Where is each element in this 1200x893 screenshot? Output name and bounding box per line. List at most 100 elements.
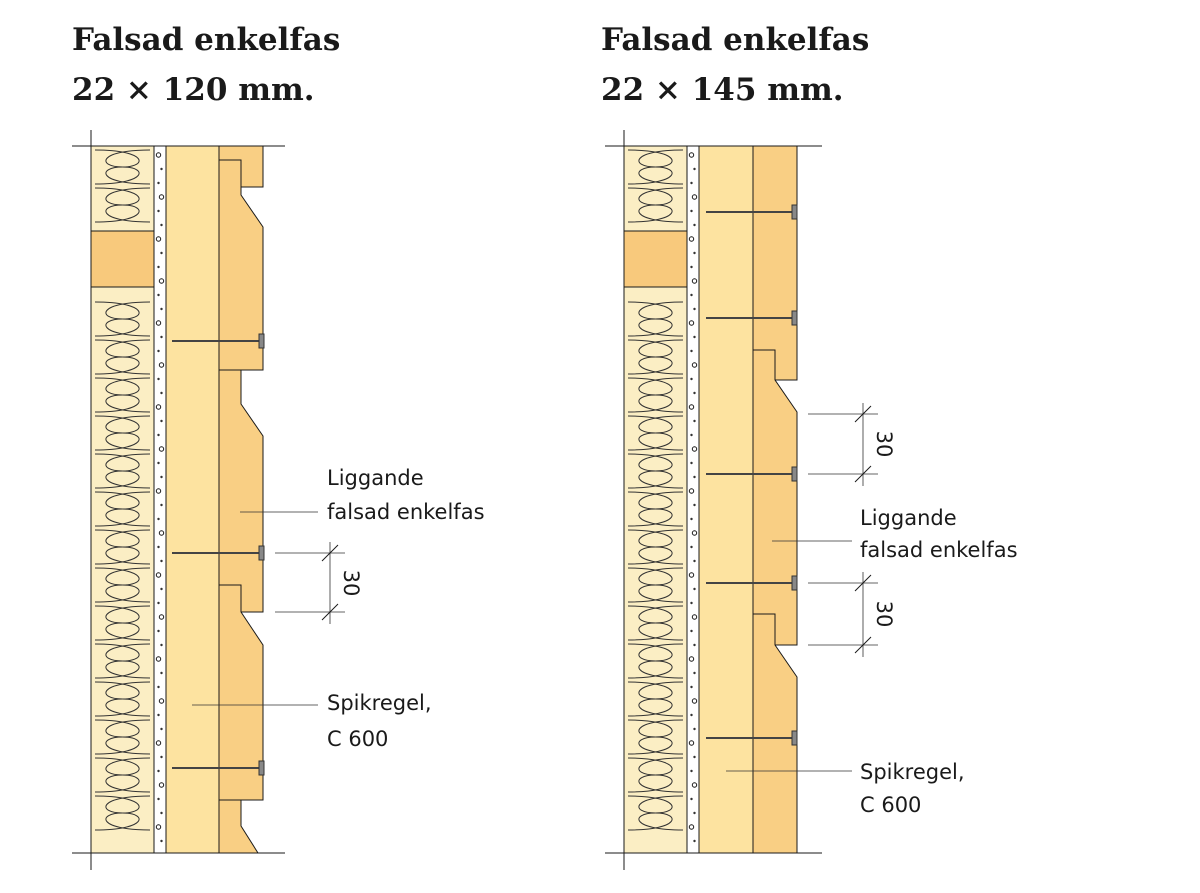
dimension-30: 30 — [275, 542, 363, 624]
barrier-dot — [155, 824, 162, 830]
barrier-dot — [690, 545, 693, 549]
nail — [172, 760, 265, 776]
barrier-dot — [690, 517, 693, 521]
insulation-wave — [94, 453, 151, 489]
barrier-dot — [158, 362, 165, 368]
barrier-dot — [157, 713, 160, 717]
insulation-wave — [94, 757, 151, 793]
insulation-wave — [627, 605, 684, 641]
barrier-dot — [693, 475, 696, 479]
nail — [706, 730, 798, 746]
insulation-wave — [627, 643, 684, 679]
barrier-dot — [160, 643, 163, 647]
barrier-dot — [157, 517, 160, 521]
nail — [706, 204, 798, 220]
barrier-dot — [158, 614, 165, 620]
barrier-dot — [157, 293, 160, 297]
label-board-line2: falsad enkelfas — [860, 538, 1018, 562]
barrier-dot — [160, 475, 163, 479]
barrier-dot — [688, 740, 695, 746]
insulation-wave — [627, 377, 684, 413]
insulation-wave — [94, 605, 151, 641]
barrier-dot — [157, 797, 160, 801]
barrier-dot — [693, 755, 696, 759]
barrier-dot — [157, 265, 160, 269]
insulation-wave — [627, 719, 684, 755]
nail — [172, 333, 265, 349]
barrier-dot — [690, 265, 693, 269]
dimension-label: 30 — [872, 601, 896, 628]
barrier-dot — [693, 839, 696, 843]
barrier-dot — [690, 433, 693, 437]
barrier-dot — [690, 769, 693, 773]
barrier-dot — [158, 530, 165, 536]
insulation-wave — [94, 795, 151, 831]
barrier-dot — [693, 419, 696, 423]
wind-barrier-pattern — [155, 152, 165, 843]
insulation-wave — [627, 491, 684, 527]
barrier-dot — [155, 572, 162, 578]
label-board-line1: Liggande — [327, 466, 424, 490]
barrier-dot — [688, 572, 695, 578]
stud-block — [90, 230, 155, 288]
insulation-wave — [627, 415, 684, 451]
barrier-dot — [690, 685, 693, 689]
barrier-dot — [691, 614, 698, 620]
siding-board — [752, 349, 798, 646]
barrier-dot — [690, 209, 693, 213]
barrier-dot — [157, 629, 160, 633]
insulation-wave — [94, 149, 151, 185]
barrier-dot — [160, 251, 163, 255]
insulation-wave — [94, 415, 151, 451]
insulation-wave — [94, 491, 151, 527]
barrier-dot — [688, 488, 695, 494]
siding-board — [752, 613, 798, 854]
barrier-dot — [688, 404, 695, 410]
barrier-dot — [688, 152, 695, 158]
barrier-dot — [690, 713, 693, 717]
barrier-dot — [160, 839, 163, 843]
barrier-dot — [160, 811, 163, 815]
batten — [165, 145, 220, 854]
barrier-dot — [160, 503, 163, 507]
barrier-dot — [688, 656, 695, 662]
insulation-wave — [627, 529, 684, 565]
nail — [706, 466, 798, 482]
barrier-dot — [160, 419, 163, 423]
barrier-dot — [157, 349, 160, 353]
insulation-wave — [94, 681, 151, 717]
barrier-dot — [157, 545, 160, 549]
insulation-wave — [627, 795, 684, 831]
insulation-wave — [627, 339, 684, 375]
insulation-wave — [627, 757, 684, 793]
barrier-dot — [155, 236, 162, 242]
barrier-dot — [690, 293, 693, 297]
barrier-dot — [691, 194, 698, 200]
insulation-wave — [627, 567, 684, 603]
insulation-wave — [627, 681, 684, 717]
barrier-dot — [158, 194, 165, 200]
siding-board — [218, 145, 264, 188]
batten — [698, 145, 754, 854]
insulation-wave — [94, 643, 151, 679]
barrier-dot — [155, 488, 162, 494]
dimension-label: 30 — [339, 570, 363, 597]
nail — [172, 545, 265, 561]
insulation-wave — [94, 377, 151, 413]
barrier-dot — [688, 236, 695, 242]
barrier-dot — [690, 377, 693, 381]
barrier-dot — [690, 461, 693, 465]
wind-barrier-pattern — [688, 152, 698, 843]
barrier-dot — [693, 335, 696, 339]
barrier-dot — [155, 320, 162, 326]
barrier-dot — [158, 278, 165, 284]
barrier-dot — [155, 656, 162, 662]
siding-board — [752, 145, 798, 381]
barrier-dot — [157, 461, 160, 465]
insulation-wave — [627, 301, 684, 337]
barrier-dot — [160, 391, 163, 395]
barrier-dot — [691, 530, 698, 536]
label-board-line2: falsad enkelfas — [327, 500, 485, 524]
barrier-dot — [690, 601, 693, 605]
panel-2: Falsad enkelfas 22 × 145 mm. — [601, 22, 1018, 870]
